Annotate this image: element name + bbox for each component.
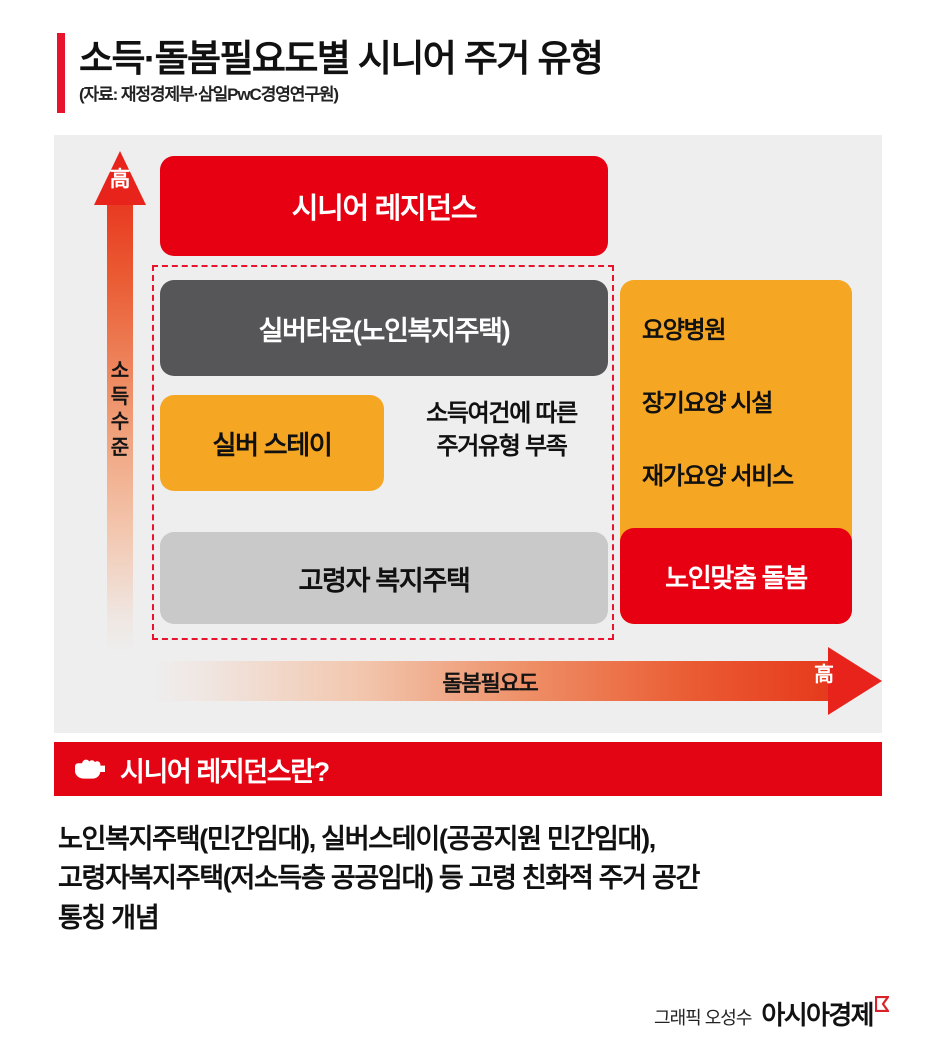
income-axis-shaft (107, 195, 133, 653)
care-need-axis-arrow: 돌봄필요도 高 (152, 647, 882, 715)
box-elderly-welfare-housing[interactable]: 고령자 복지주택 (160, 532, 608, 624)
arrow-up-icon (94, 151, 146, 205)
description-line-1: 노인복지주택(민간임대), 실버스테이(공공지원 민간임대), (58, 824, 656, 854)
banner-title: 시니어 레지던스란? (120, 756, 330, 787)
description-text: 노인복지주택(민간임대), 실버스테이(공공지원 민간임대), 고령자복지주택(… (58, 820, 888, 938)
description-line-2: 고령자복지주택(저소득층 공공임대) 등 고령 친화적 주거 공간 (58, 863, 700, 894)
care-service-item-1: 요양병원 (642, 317, 726, 344)
box-customized-care[interactable]: 노인맞춤 돌봄 (620, 528, 852, 624)
care-need-axis-end-label: 高 (814, 664, 834, 686)
title-accent-bar (57, 33, 65, 113)
box-senior-residence[interactable]: 시니어 레지던스 (160, 156, 608, 256)
brand-name: 아시아경제 (761, 1000, 874, 1030)
pointing-hand-icon (72, 758, 106, 780)
care-need-axis-shaft (152, 661, 828, 701)
brand-mark-icon (874, 995, 891, 1013)
page-title: 소득·돌봄필요도별 시니어 주거 유형 (79, 38, 604, 79)
income-gap-region (152, 265, 614, 640)
box-silverstay[interactable]: 실버 스테이 (160, 395, 384, 491)
income-gap-note: 소득여건에 따른 주거유형 부족 (394, 397, 609, 463)
income-axis-label: 소득 수준 (110, 360, 130, 459)
box-silvertown[interactable]: 실버타운(노인복지주택) (160, 280, 608, 376)
section-banner: 시니어 레지던스란? (54, 742, 882, 796)
income-axis-arrow: 高 소득 수준 (94, 151, 146, 653)
income-gap-note-line1: 소득여건에 따른 (426, 400, 578, 427)
description-line-3: 통칭 개념 (58, 902, 160, 933)
source-note: (자료: 재정경제부·삼일PwC경영연구원) (79, 85, 339, 104)
income-gap-note-line2: 주거유형 부족 (436, 433, 567, 461)
page-header: 소득·돌봄필요도별 시니어 주거 유형 (자료: 재정경제부·삼일PwC경영연구… (57, 30, 887, 116)
income-axis-end-label: 高 (109, 168, 131, 191)
diagram-panel: 高 소득 수준 시니어 레지던스 실버타운(노인복지주택) 실버 스테이 고령자… (54, 135, 882, 733)
arrow-right-icon (828, 647, 882, 715)
graphic-credit: 그래픽 오성수 (654, 1008, 752, 1028)
care-need-axis-label: 돌봄필요도 (442, 671, 538, 696)
care-service-item-3: 재가요양 서비스 (642, 463, 794, 490)
footer: 그래픽 오성수 아시아경제 (654, 995, 891, 1032)
care-service-item-2: 장기요양 시설 (642, 390, 773, 417)
